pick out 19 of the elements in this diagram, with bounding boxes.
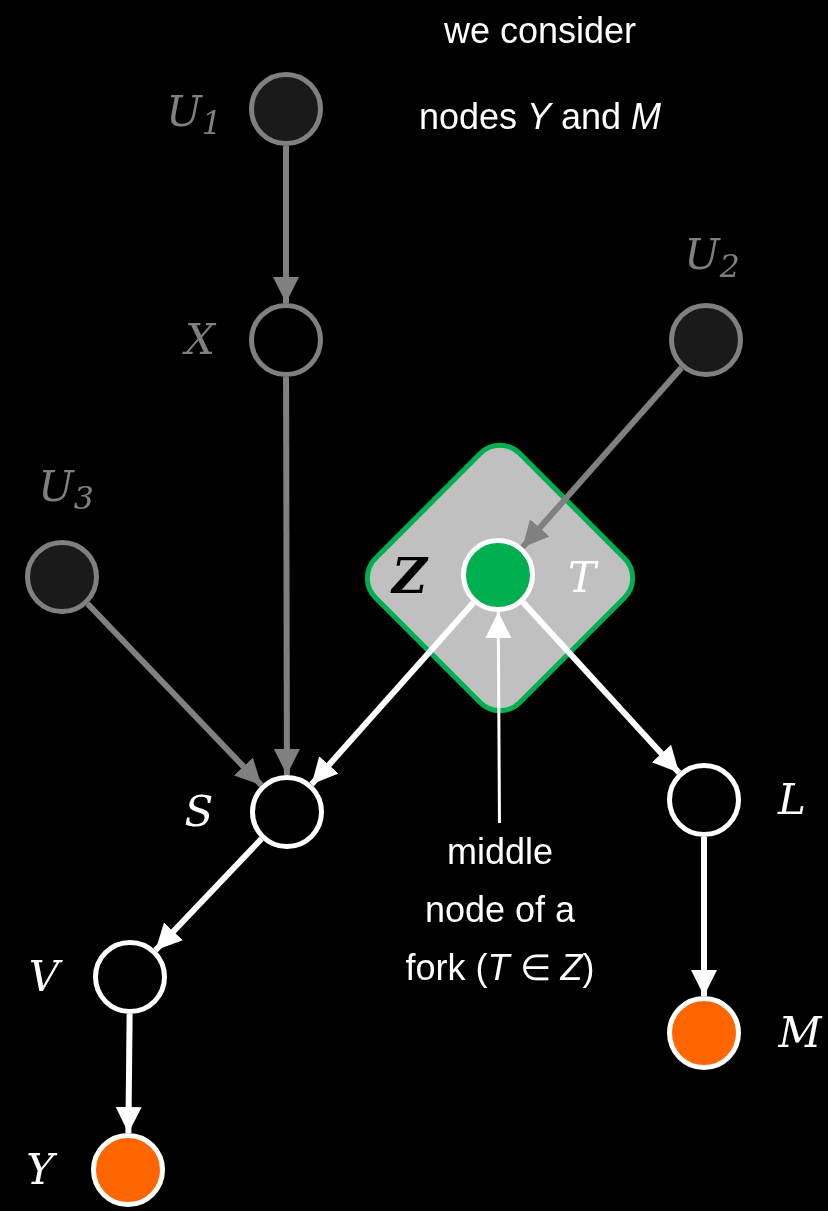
arrow — [309, 600, 476, 787]
node-label: U$_{1}$ — [166, 91, 222, 133]
arrow — [691, 837, 717, 996]
annotation-text: middle node of a fork (T ∈ Z) — [404, 830, 596, 990]
diamond-label: Z — [392, 552, 428, 600]
node-label: L — [778, 779, 806, 821]
arrow — [273, 377, 300, 775]
arrow — [153, 836, 264, 953]
arrow — [273, 146, 299, 303]
arrow — [485, 612, 512, 823]
node-label: U$_{3}$ — [38, 466, 94, 508]
arrow — [520, 600, 682, 775]
arrow — [115, 1013, 142, 1134]
node-label: U$_{2}$ — [684, 234, 740, 276]
node-label: M — [778, 1012, 822, 1054]
arrow — [520, 365, 684, 550]
arrow — [85, 601, 264, 788]
node-label: S — [184, 791, 214, 833]
note-text: we consider nodes Y and M — [417, 9, 663, 139]
